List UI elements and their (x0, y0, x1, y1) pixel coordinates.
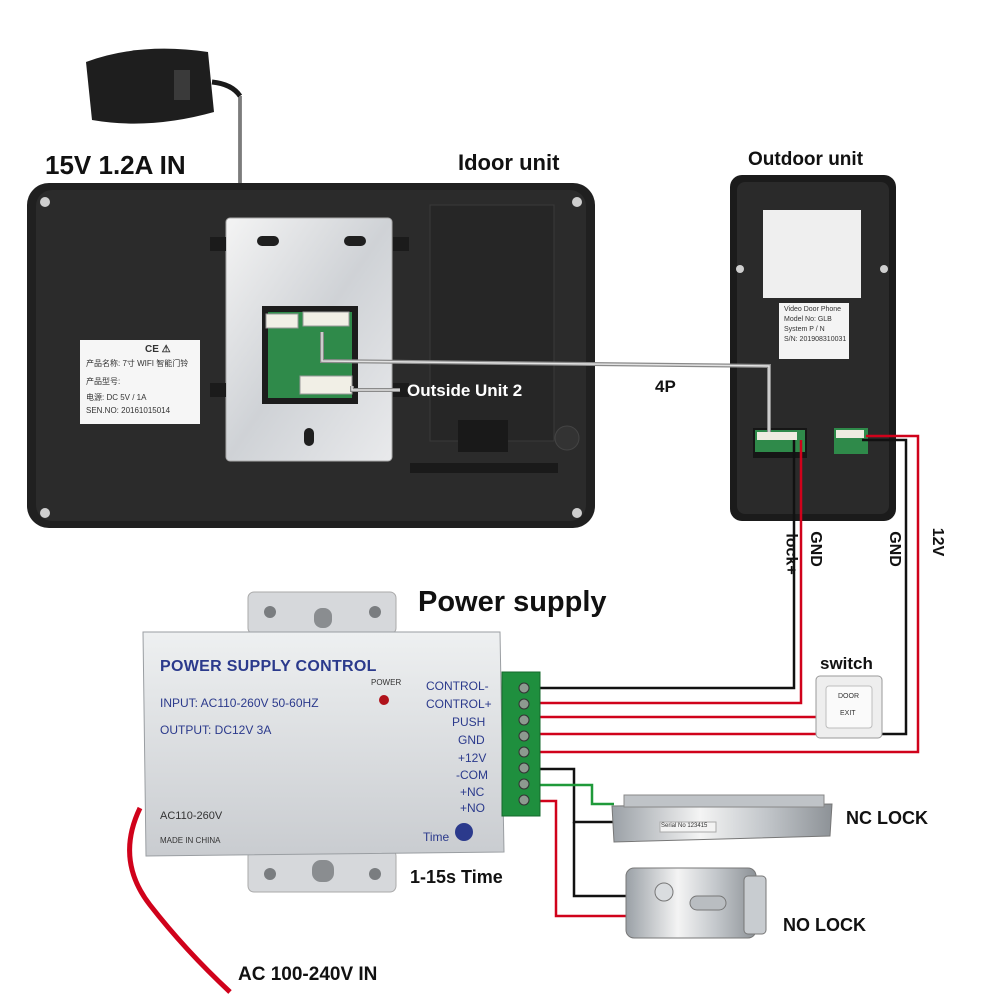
outdoor-sticker-line4: S/N: 201908310031 (784, 336, 847, 343)
ps-made-in: MADE IN CHINA (160, 836, 221, 845)
indoor-unit (27, 183, 595, 528)
indoor-sticker-line3: 电源: DC 5V / 1A (86, 393, 147, 402)
power-supply-unit (142, 591, 541, 893)
terminal-label: GND (458, 733, 485, 747)
switch-label: switch (820, 654, 873, 673)
nc-lock-plate: Serial No 123415 (661, 823, 708, 829)
wire-gnd-label-2: GND (885, 531, 903, 567)
indoor-sticker-line2: 产品型号: (86, 377, 121, 386)
ps-output: OUTPUT: DC12V 3A (160, 723, 272, 737)
time-range-label: 1-15s Time (410, 867, 503, 887)
no-lock-icon (625, 867, 767, 939)
indoor-unit-label: Idoor unit (458, 150, 560, 175)
ps-input: INPUT: AC110-260V 50-60HZ (160, 696, 319, 710)
exit-button-line2: EXIT (840, 710, 856, 717)
outdoor-sticker-line1: Video Door Phone (784, 306, 842, 313)
terminal-label: CONTROL- (426, 679, 489, 693)
terminal-label: +NO (460, 801, 486, 815)
terminal-label: +NC (460, 785, 485, 799)
exit-switch-icon (815, 675, 883, 739)
outside-unit-2-label: Outside Unit 2 (407, 381, 523, 400)
power-adapter-icon (86, 48, 243, 124)
terminal-label: +12V (458, 751, 487, 765)
adapter-input-label: 15V 1.2A IN (45, 150, 186, 180)
wire-lock-plus-label: lock+ (782, 533, 800, 575)
wire-12v-label: 12V (929, 527, 947, 557)
ps-time-knob-label: Time (423, 830, 450, 844)
wires (127, 434, 920, 994)
indoor-sticker-marks: CE ⚠ (145, 344, 171, 355)
outdoor-sticker-line2: Model No: GLB (784, 316, 832, 323)
cable-4p-label: 4P (655, 377, 676, 396)
no-lock-label: NO LOCK (783, 915, 866, 935)
ps-ac-label: AC110-260V (160, 810, 223, 822)
exit-button-line1: DOOR (838, 693, 859, 700)
indoor-sticker-line1: 产品名称: 7寸 WIFI 智能门铃 (86, 359, 189, 368)
power-supply-label: Power supply (418, 586, 607, 618)
terminal-label: CONTROL+ (426, 697, 492, 711)
outdoor-unit-label: Outdoor unit (748, 149, 864, 170)
nc-lock-icon (611, 794, 833, 843)
terminal-label: PUSH (452, 715, 486, 729)
indoor-sticker-line4: SEN.NO: 20161015014 (86, 406, 171, 415)
outdoor-sticker-line3: System P / N (784, 326, 825, 333)
ps-power-led-label: POWER (371, 678, 402, 687)
ps-title: POWER SUPPLY CONTROL (160, 658, 377, 675)
outdoor-unit (730, 175, 896, 521)
wire-gnd-label-1: GND (806, 531, 824, 567)
terminal-label: -COM (456, 768, 488, 782)
ac-input-label: AC 100-240V IN (238, 964, 378, 985)
nc-lock-label: NC LOCK (846, 808, 928, 828)
